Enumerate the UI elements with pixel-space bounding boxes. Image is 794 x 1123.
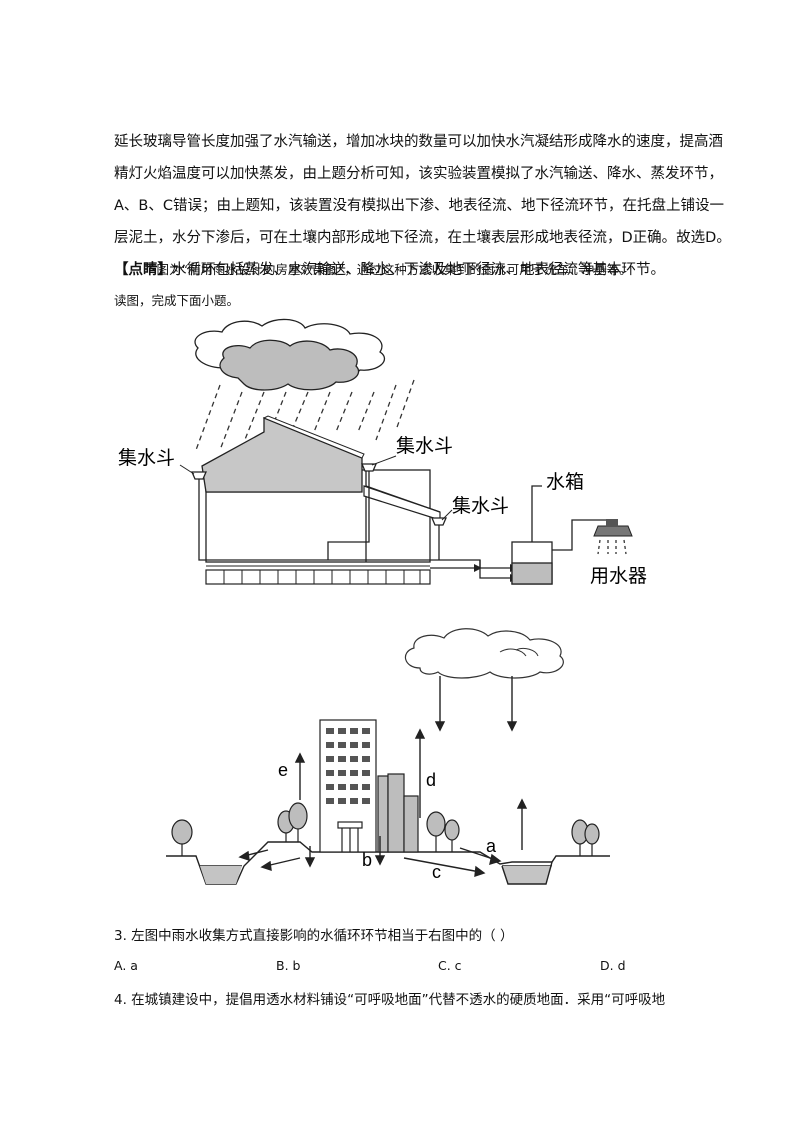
label-tank: 水箱 bbox=[546, 471, 584, 493]
analysis-paragraph: 延长玻璃导管长度加强了水汽输送，增加冰块的数量可以加快水汽凝结形成降水的速度，提… bbox=[114, 126, 731, 286]
analysis-line-1: 延长玻璃导管长度加强了水汽输送，增加冰块的数量可以加快水汽凝结形成降水的速度，提… bbox=[114, 134, 723, 150]
analysis-line-2: 精灯火焰温度可以加快蒸发，由上题分析可知，该实验装置模拟了水汽输送、降水、蒸发环… bbox=[114, 166, 723, 182]
label-hopper-left: 集水斗 bbox=[118, 447, 175, 469]
option-c[interactable]: C. c bbox=[438, 958, 462, 973]
building-entrance bbox=[337, 821, 363, 852]
label-d: d bbox=[426, 770, 436, 790]
option-d[interactable]: D. d bbox=[600, 958, 626, 973]
intro-line-2: 读图，完成下面小题。 bbox=[114, 293, 240, 308]
option-b[interactable]: B. b bbox=[276, 958, 301, 973]
drain-pipes bbox=[191, 463, 510, 579]
rain-lines bbox=[195, 379, 415, 451]
cloud-icon bbox=[404, 628, 564, 679]
trees bbox=[171, 802, 600, 856]
label-water-user: 用水器 bbox=[590, 565, 647, 587]
figure-house-rainwater: 集水斗 集水斗 集水斗 水箱 用水器 bbox=[118, 318, 647, 587]
question-4: 4. 在城镇建设中，提倡用透水材料铺设“可呼吸地面”代替不透水的硬质地面．采用“… bbox=[114, 992, 666, 1008]
label-c: c bbox=[432, 862, 441, 882]
question-intro: 下图为“利用雨水设计的房屋效果图”，通过这种方式收集到的雨水可用于洗车、冲厕等。… bbox=[114, 254, 714, 316]
comment-text: 水循环包括蒸发、水汽输送、降水、下渗及地下径流、地表径流等基本环节。 bbox=[172, 262, 665, 278]
ponds bbox=[200, 866, 552, 884]
building-windows bbox=[326, 728, 370, 804]
analysis-line-4: 层泥土，水分下渗后，可在土壤内部形成地下径流，在土壤表层形成地表径流，D正确。故… bbox=[114, 230, 731, 246]
label-a: a bbox=[486, 836, 497, 856]
option-a[interactable]: A. a bbox=[114, 958, 138, 973]
analysis-line-3: A、B、C错误；由上题知，该装置没有模拟出下渗、地表径流、地下径流环节，在托盘上… bbox=[114, 198, 724, 214]
intro-line-1: 下图为“利用雨水设计的房屋效果图”，通过这种方式收集到的雨水可用于洗车、冲厕等。 bbox=[144, 262, 632, 277]
comment-line: 【点睛】水循环包括蒸发、水汽输送、降水、下渗及地下径流、地表径流等基本环节。 bbox=[114, 254, 714, 286]
label-hopper-right: 集水斗 bbox=[452, 495, 509, 517]
shower-icon bbox=[593, 519, 633, 555]
comment-tag: 【点睛】 bbox=[114, 262, 172, 278]
label-hopper-mid: 集水斗 bbox=[396, 435, 453, 457]
label-e: e bbox=[278, 760, 288, 780]
question-3: 3. 左图中雨水收集方式直接影响的水循环环节相当于右图中的（ ） bbox=[114, 928, 514, 944]
house bbox=[201, 415, 441, 585]
label-b: b bbox=[362, 850, 372, 870]
cloud-icon bbox=[194, 318, 386, 391]
